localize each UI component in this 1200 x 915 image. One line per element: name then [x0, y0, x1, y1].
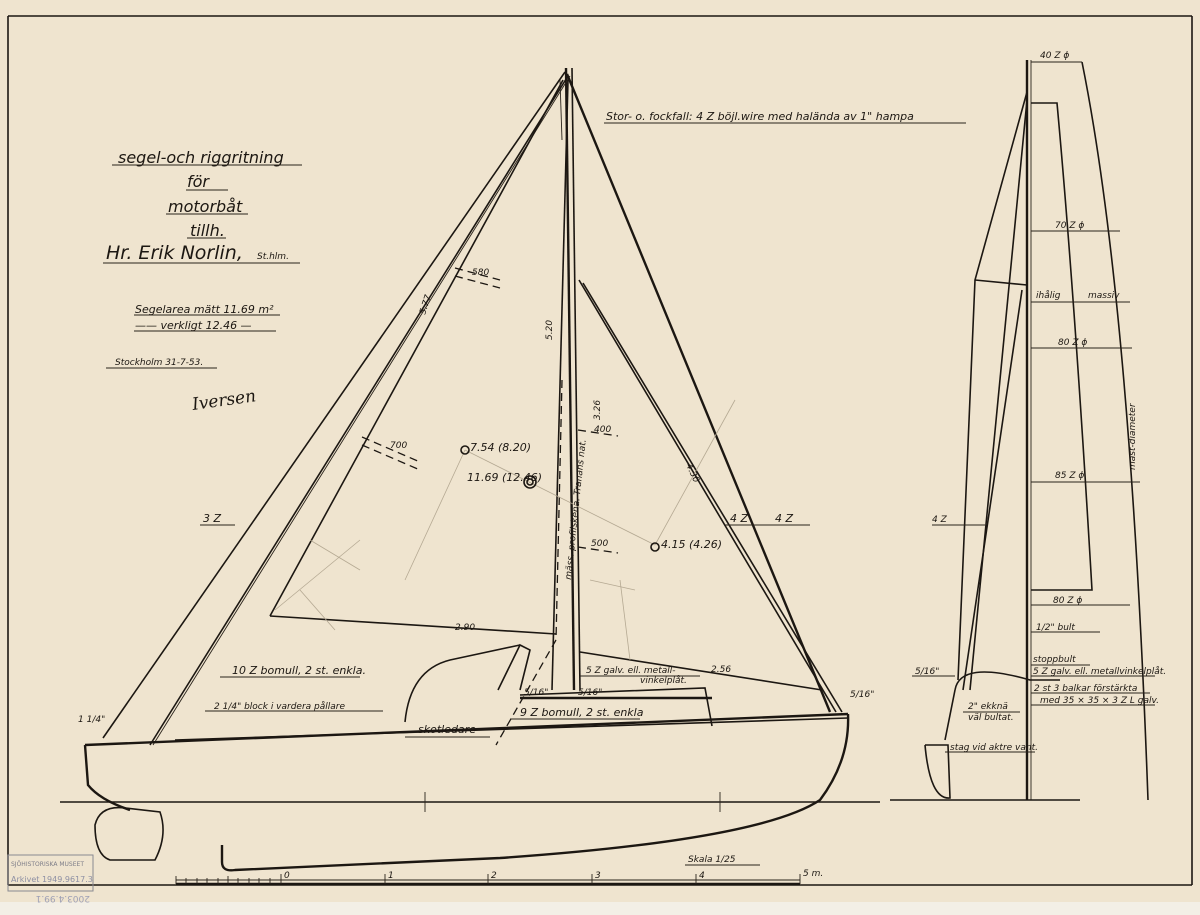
bolt-label: 1/2" bult: [1036, 623, 1075, 633]
note-skotledare: skotledare: [418, 723, 476, 736]
dim-326: 3.26: [593, 400, 603, 420]
jib-centroid-marker: [460, 445, 470, 455]
main-area-label: 4.15 (4.26): [661, 538, 722, 551]
wire-4z-a: 4 Z: [730, 512, 748, 525]
outboard-motor: [94, 806, 164, 861]
mast-solid: massiv: [1088, 291, 1120, 301]
title-line-4: tillh.: [190, 221, 225, 240]
halyard-note: Stor- o. fockfall: 4 Z böjl.wire med hal…: [606, 110, 914, 123]
note-cotton-10: 10 Z bomull, 2 st. enkla.: [232, 664, 366, 677]
wire-3z: 3 Z: [203, 512, 221, 525]
owner-city: St.hlm.: [257, 252, 289, 262]
stamp-line-3: 2003.4.99.1: [36, 893, 90, 903]
mast-diameter-label: mast-diameter: [1128, 402, 1138, 470]
mast-dia-70: 70 Z ϕ: [1055, 221, 1084, 231]
scale-tick-5: 5 m.: [803, 869, 823, 879]
knee-label: 2" ekknä: [968, 702, 1008, 712]
title-line-1: segel-och riggritning: [118, 148, 284, 167]
mast-dia-40: 40 Z ϕ: [1040, 51, 1069, 61]
mast-dia-85: 85 Z ϕ: [1055, 471, 1084, 481]
angle-plate-label: 5 Z galv. ell. metallvinkelplåt.: [1033, 666, 1166, 677]
size-5-16-a: 5/16": [524, 688, 548, 698]
mast-hollow: ihålig: [1036, 290, 1061, 301]
scale-bar: Skala 1/25 0 1 2 3 4 5 m.: [175, 855, 823, 886]
size-5-16-b: 5/16": [578, 688, 602, 698]
scale-tick-0: 0: [284, 871, 290, 881]
stay-label: stag vid aktre vant.: [950, 743, 1038, 753]
mast-dia-80a: 80 Z ϕ: [1058, 338, 1087, 348]
museum-stamp: SJÖHISTORISKA MUSEET Arkivet 1949.9617.3…: [7, 854, 94, 903]
dim-256: 2.56: [711, 665, 731, 675]
dim-580: 580: [472, 268, 489, 278]
scale-tick-4: 4: [699, 871, 705, 881]
mast-section: 40 Z ϕ 70 Z ϕ ihålig massiv 80 Z ϕ 85 Z …: [890, 51, 1166, 801]
mast-dia-80b: 80 Z ϕ: [1053, 596, 1082, 606]
stop-bolt-label: stoppbult: [1033, 655, 1076, 665]
scale-tick-2: 2: [491, 871, 497, 881]
note-galv-plate: 5 Z galv. ell. metall-: [586, 666, 676, 676]
mast-wire-4z: 4 Z: [932, 515, 948, 525]
owner-name: Hr. Erik Norlin,: [106, 242, 243, 264]
dim-700: 700: [390, 441, 407, 451]
note-block: 2 1/4" block i vardera pållare: [214, 701, 345, 712]
title-line-2: för: [187, 172, 210, 191]
mast-size-5-16: 5/16": [915, 667, 939, 677]
title-line-3: motorbåt: [168, 197, 243, 216]
sail-area-measured: Segelarea mätt 11.69 m²: [135, 303, 274, 316]
scale-tick-1: 1: [388, 871, 394, 881]
size-1-1-4: 1 1/4": [78, 715, 105, 725]
total-area-label: 11.69 (12.46): [467, 471, 542, 484]
size-5-16-c: 5/16": [850, 690, 874, 700]
place-date: Stockholm 31-7-53.: [115, 358, 203, 368]
jib-area-label: 7.54 (8.20): [470, 441, 531, 454]
beams-label-2: med 35 × 35 × 3 Z L galv.: [1040, 696, 1159, 706]
knee-label-2: väl bultat.: [968, 713, 1014, 723]
scale-tick-3: 3: [595, 871, 601, 881]
dim-400: 400: [594, 425, 611, 435]
note-galv-plate-2: vinkelplåt.: [640, 675, 687, 686]
stamp-line-2: Arkivet 1949.9617.3: [11, 875, 93, 884]
wire-4z-b: 4 Z: [775, 512, 793, 525]
scale-label: Skala 1/25: [688, 855, 736, 865]
dim-520: 5.20: [545, 320, 555, 340]
main-centroid-marker: [650, 542, 660, 552]
sail-plan: 7.54 (8.20) 11.69 (12.46) 4.15 (4.26) 58…: [60, 67, 880, 872]
beams-label: 2 st 3 balkar förstärkta: [1034, 684, 1137, 694]
sail-area-actual: —— verkligt 12.46 —: [135, 319, 252, 332]
note-cotton-9: 9 Z bomull, 2 st. enkla: [520, 706, 644, 719]
total-centroid-marker: [523, 475, 537, 489]
stamp-line-1: SJÖHISTORISKA MUSEET: [11, 861, 84, 868]
dim-290: 2.90: [455, 623, 475, 633]
dim-500: 500: [591, 539, 608, 549]
paper-bottom-edge: [0, 902, 1200, 915]
